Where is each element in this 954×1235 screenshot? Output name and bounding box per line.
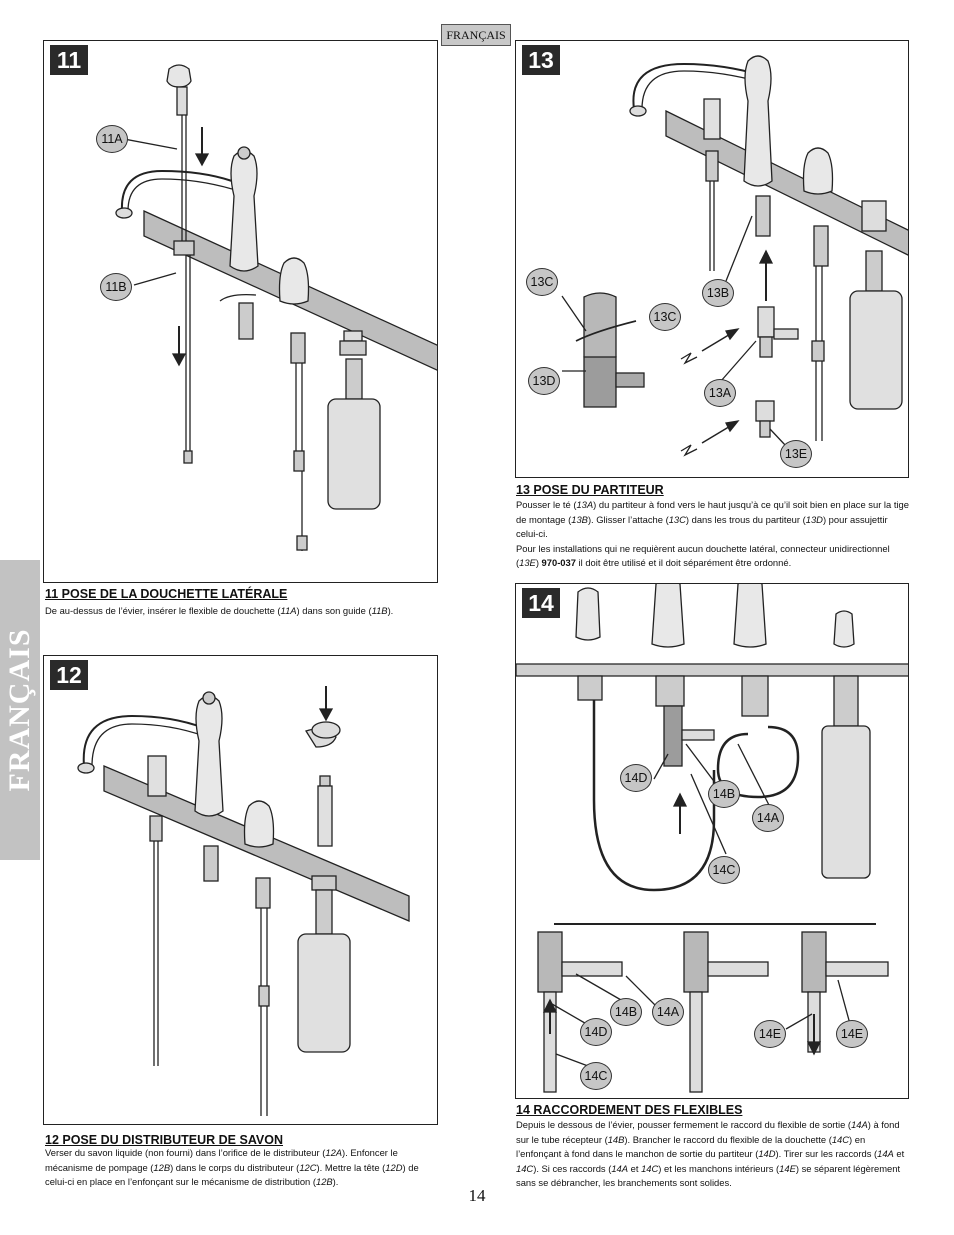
step-11-text: De au-dessus de l’évier, insérer le flex…: [45, 605, 394, 616]
sidebar-language-label: FRANÇAIS: [3, 628, 36, 792]
step-13-figure: 13 13C 13B 13C 13D 13A 13E: [515, 40, 909, 478]
step-13-title: 13 POSE DU PARTITEUR: [516, 483, 664, 497]
step-12-figure: 12: [43, 655, 438, 1125]
step-11-title: 11 POSE DE LA DOUCHETTE LATÉRALE: [45, 587, 288, 601]
callout-14c-detail: 14C: [580, 1062, 612, 1090]
callout-14e-left: 14E: [754, 1020, 786, 1048]
callout-14a: 14A: [752, 804, 784, 832]
callout-11b: 11B: [100, 273, 132, 301]
callout-14d-detail: 14D: [580, 1018, 612, 1046]
step-14-illustration: [516, 584, 908, 1093]
callout-14e-right: 14E: [836, 1020, 868, 1048]
step-12-text: Verser du savon liquide (non fourni) dan…: [45, 1147, 419, 1188]
step-12-illustration: [77, 686, 410, 1116]
step-11-number: 11: [50, 45, 88, 75]
step-12-number: 12: [50, 660, 88, 690]
step-11-figure: 11 11A 11B: [43, 40, 438, 583]
callout-14b-detail: 14B: [610, 998, 642, 1026]
page-number: 14: [468, 1186, 486, 1205]
callout-14c: 14C: [708, 856, 740, 884]
callout-13a: 13A: [704, 379, 736, 407]
callout-14d: 14D: [620, 764, 652, 792]
language-tab: FRANÇAIS: [441, 24, 511, 46]
callout-14a-detail: 14A: [652, 998, 684, 1026]
callout-13b: 13B: [702, 279, 734, 307]
step-14-number: 14: [522, 588, 560, 618]
step-14-title: 14 RACCORDEMENT DES FLEXIBLES: [516, 1103, 743, 1117]
sidebar-language-tab: FRANÇAIS: [0, 560, 40, 860]
callout-13d: 13D: [528, 367, 560, 395]
callout-13e: 13E: [780, 440, 812, 468]
step-13-text: Pousser le té (13A) du partiteur à fond …: [516, 499, 909, 569]
step-13-number: 13: [522, 45, 560, 75]
step-12-title: 12 POSE DU DISTRIBUTEUR DE SAVON: [45, 1133, 284, 1147]
step-14-text: Depuis le dessous de l’évier, pousser fe…: [516, 1119, 905, 1189]
step-13-illustration: [561, 55, 908, 457]
step-11-illustration: [115, 64, 437, 551]
callout-13c-right: 13C: [649, 303, 681, 331]
callout-14b: 14B: [708, 780, 740, 808]
callout-13c-left: 13C: [526, 268, 558, 296]
callout-11a: 11A: [96, 125, 128, 153]
step-14-figure: 14 14D 14B 14A 14C 14B 14A 14D 14C 14E 1…: [515, 583, 909, 1099]
